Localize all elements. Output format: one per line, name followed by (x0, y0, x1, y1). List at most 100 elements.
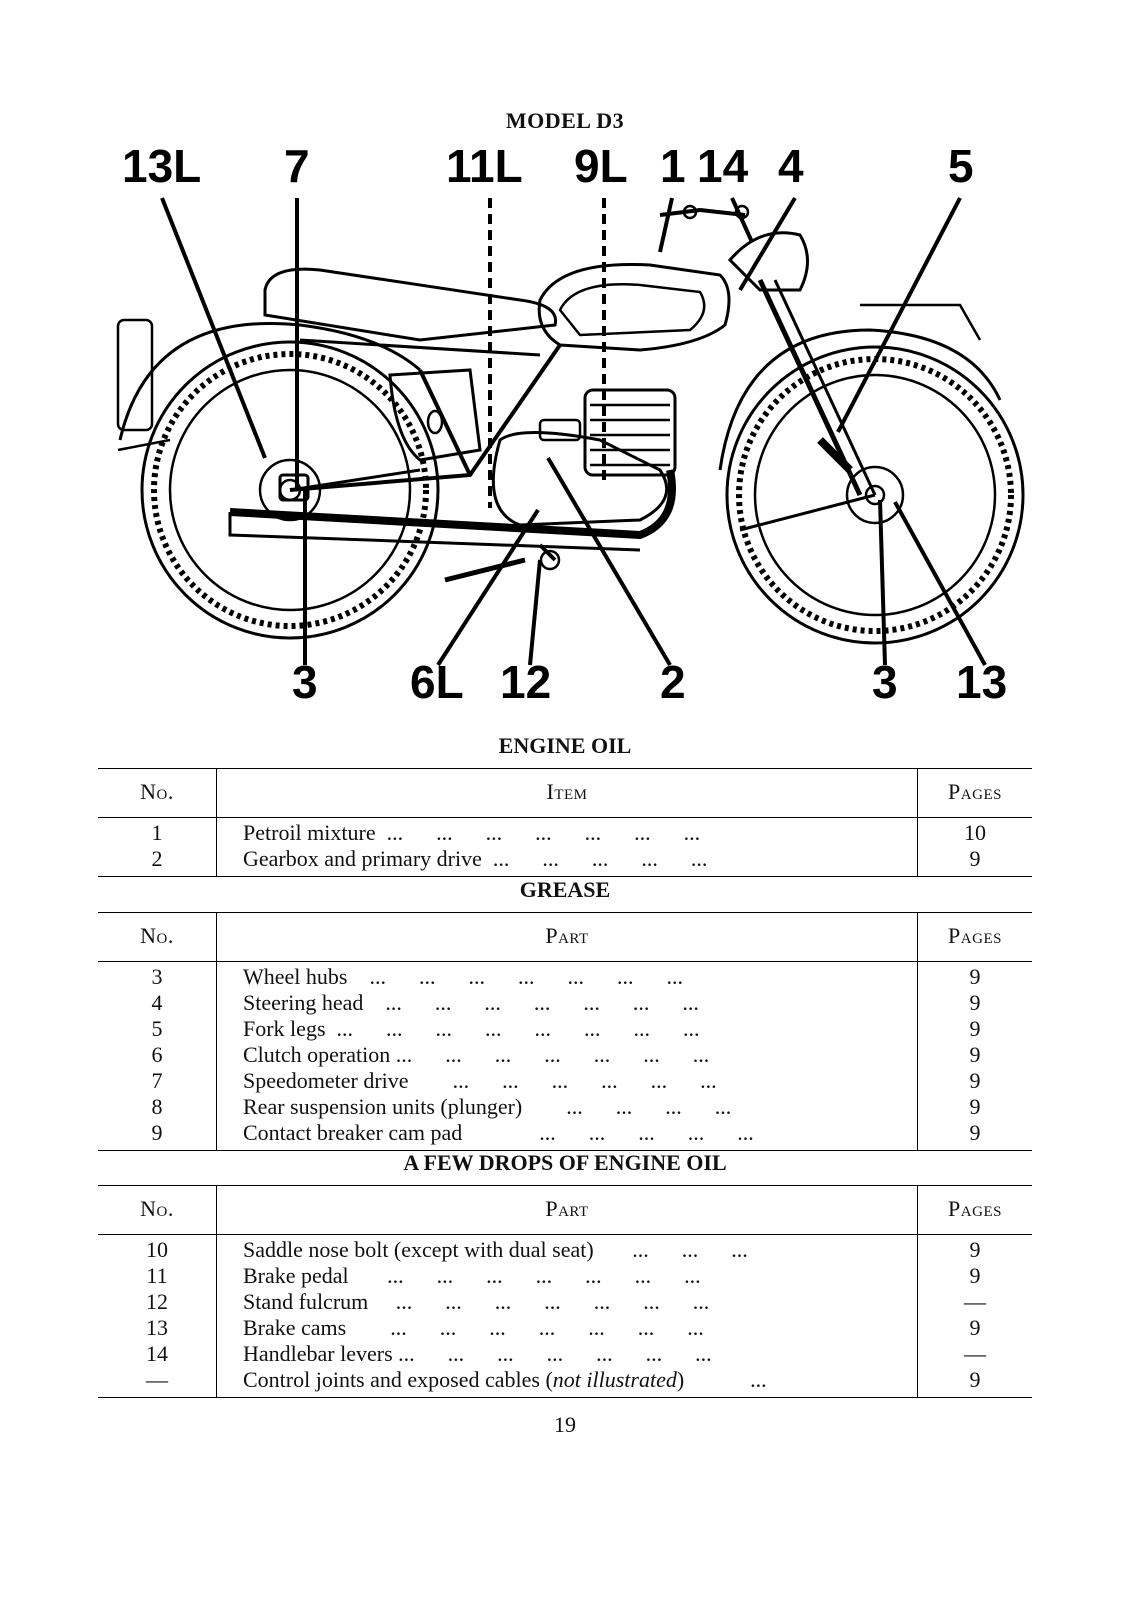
table-header-row: No. Item Pages (98, 768, 1032, 818)
col-no: No. (98, 768, 217, 818)
item-label: Petroil mixture (243, 820, 376, 845)
row-pages: 9 (969, 1367, 981, 1392)
row-no: 7 (98, 1068, 217, 1094)
callout-14: 14 (697, 140, 749, 192)
item-label: Steering head (243, 990, 364, 1015)
row-no: 6 (98, 1042, 217, 1068)
grease-heading: GREASE (519, 877, 611, 902)
item-label: Clutch operation (243, 1042, 391, 1067)
row-no: 11 (98, 1263, 217, 1289)
col-part: Part (216, 1185, 918, 1235)
engine-oil-section: ENGINE OIL No. Item Pages 1 Petroil mixt… (98, 724, 1032, 877)
callout-5: 5 (948, 140, 974, 192)
row-item: Contact breaker cam pad ... ... ... ... … (216, 1120, 918, 1151)
row-no: 3 (98, 961, 217, 990)
callout-6L: 6L (410, 656, 464, 708)
engine-oil-heading: ENGINE OIL (498, 733, 632, 758)
row-no: 5 (98, 1016, 217, 1042)
leader-dots: ... ... ... ... ... ... ... (385, 990, 699, 1015)
leader-lines (160, 196, 987, 667)
row-pages: 9 (969, 846, 981, 871)
item-label: Stand fulcrum (243, 1289, 369, 1314)
callout-4: 4 (778, 140, 804, 192)
item-label: Handlebar levers (243, 1341, 393, 1366)
row-pages: 9 (969, 1315, 981, 1340)
callout-1: 1 (660, 140, 686, 192)
row-pages: 9 (969, 1094, 981, 1119)
table-header-row: No. Part Pages (98, 1185, 1032, 1235)
callout-3-rear: 3 (292, 656, 318, 708)
item-label-tail: ) (676, 1367, 685, 1392)
table-row: 2 Gearbox and primary drive ... ... ... … (98, 846, 1032, 877)
row-no: 8 (98, 1094, 217, 1120)
item-label: Contact breaker cam pad (243, 1120, 463, 1145)
row-item: Rear suspension units (plunger) ... ... … (216, 1094, 918, 1120)
item-label: Control joints and exposed cables ( (243, 1367, 553, 1392)
model-title: MODEL D3 (505, 108, 625, 133)
row-item: Saddle nose bolt (except with dual seat)… (216, 1234, 918, 1263)
row-no: 9 (98, 1120, 217, 1151)
table-row: —Control joints and exposed cables (not … (98, 1367, 1032, 1398)
row-no: 4 (98, 990, 217, 1016)
row-pages: 9 (969, 990, 981, 1015)
few-drops-heading: A FEW DROPS OF ENGINE OIL (403, 1150, 727, 1175)
row-no: 1 (98, 817, 217, 846)
callout-7: 7 (284, 140, 310, 192)
row-no: 13 (98, 1315, 217, 1341)
row-item: Petroil mixture ... ... ... ... ... ... … (216, 817, 918, 846)
engine-oil-table: No. Item Pages 1 Petroil mixture ... ...… (98, 768, 1032, 877)
row-pages: 9 (969, 1042, 981, 1067)
item-label: Wheel hubs (243, 964, 348, 989)
col-no: No. (98, 912, 217, 962)
callout-13L: 13L (122, 140, 201, 192)
leader-dots: ... ... ... ... ... ... ... (395, 1042, 710, 1067)
row-item: Steering head ... ... ... ... ... ... ..… (216, 990, 918, 1016)
leader-dots: ... (750, 1367, 767, 1392)
row-no: 2 (98, 846, 217, 877)
row-item: Handlebar levers ... ... ... ... ... ...… (216, 1341, 918, 1367)
item-label: Saddle nose bolt (except with dual seat) (243, 1237, 594, 1262)
row-item: Stand fulcrum ... ... ... ... ... ... ..… (216, 1289, 918, 1315)
col-no: No. (98, 1185, 217, 1235)
row-pages: — (964, 1289, 986, 1314)
few-drops-section: A FEW DROPS OF ENGINE OIL No. Part Pages… (98, 1141, 1032, 1398)
col-item: Item (216, 768, 918, 818)
callout-2: 2 (660, 656, 686, 708)
row-no: 10 (98, 1234, 217, 1263)
table-row: 1 Petroil mixture ... ... ... ... ... ..… (98, 817, 1032, 846)
item-label: Fork legs (243, 1016, 326, 1041)
item-label: Speedometer drive (243, 1068, 409, 1093)
row-no: 14 (98, 1341, 217, 1367)
item-label: Brake cams (243, 1315, 347, 1340)
leader-dots: ... ... ... (632, 1237, 748, 1262)
row-pages: — (964, 1341, 986, 1366)
callout-3-front: 3 (872, 656, 898, 708)
row-pages: 9 (969, 1120, 981, 1145)
leader-dots: ... ... ... ... ... ... ... (390, 1315, 704, 1340)
row-item: Clutch operation ... ... ... ... ... ...… (216, 1042, 918, 1068)
callout-9L: 9L (574, 140, 628, 192)
row-item: Brake pedal ... ... ... ... ... ... ... (216, 1263, 918, 1289)
row-pages: 9 (969, 1263, 981, 1288)
row-item: Fork legs ... ... ... ... ... ... ... ..… (216, 1016, 918, 1042)
row-item: Brake cams ... ... ... ... ... ... ... (216, 1315, 918, 1341)
item-label: Rear suspension units (plunger) (243, 1094, 523, 1119)
row-item: Control joints and exposed cables (not i… (216, 1367, 918, 1398)
col-pages: Pages (917, 912, 1032, 962)
leader-dots: ... ... ... ... ... ... ... (395, 1289, 710, 1314)
callout-13: 13 (956, 656, 1007, 708)
